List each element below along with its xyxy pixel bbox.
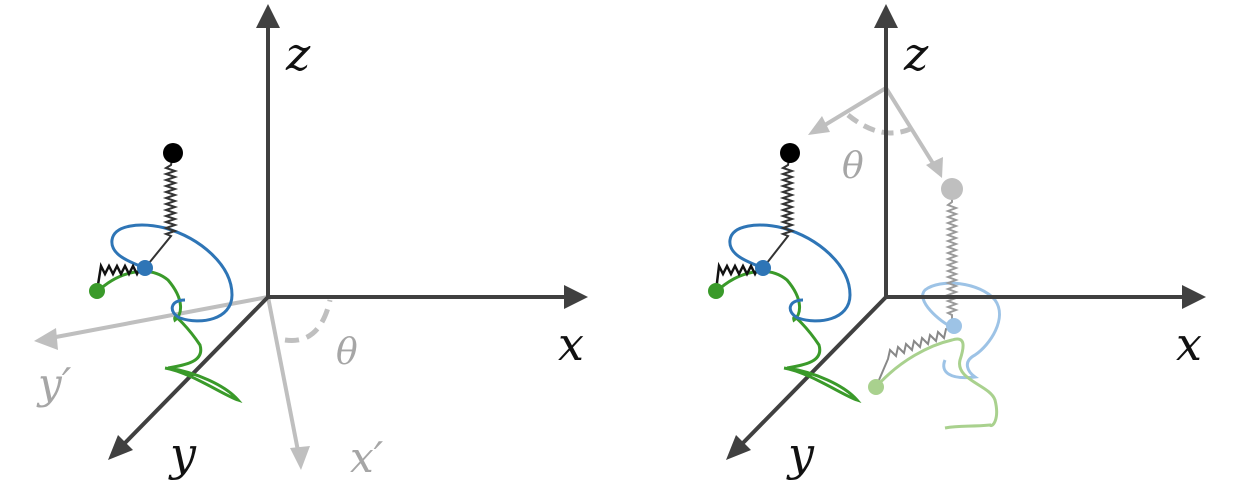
left-x-prime-label: x′ (350, 433, 384, 482)
left-theta-arc (284, 299, 333, 343)
left-y-axis (120, 294, 271, 448)
right-blue-bead (755, 260, 771, 276)
right-z-arrowhead (874, 4, 898, 28)
left-y-arrowhead (108, 435, 133, 460)
right-spring-black (762, 152, 796, 269)
left-x-label: x (558, 317, 584, 371)
left-z-label: z (285, 27, 311, 81)
left-spring-black (144, 152, 179, 269)
right-spring-short (714, 261, 764, 292)
right-faded-blue-trajectory (921, 281, 1001, 380)
left-green-trajectory (95, 269, 243, 403)
left-green-bead (89, 283, 105, 299)
right-faded-blue-bead (946, 318, 962, 334)
left-black-bead (163, 143, 183, 163)
right-green-trajectory (714, 269, 862, 403)
right-rotation-arrow-left (818, 86, 888, 130)
left-x-prime-axis (266, 296, 301, 457)
right-faded-spring-long (945, 190, 959, 327)
left-panel: z x y y′ x′ θ (34, 4, 588, 482)
right-panel: z x y θ (708, 4, 1206, 481)
right-z-label: z (903, 27, 929, 81)
right-faded-gray-bead (941, 178, 963, 200)
left-theta-label: θ (336, 332, 358, 373)
right-faded-green-bead (868, 379, 884, 395)
right-blue-trajectory (728, 223, 852, 323)
right-green-bead (708, 283, 724, 299)
left-y-label: y (168, 427, 197, 481)
left-y-prime-label: y′ (36, 359, 72, 408)
left-blue-trajectory (110, 223, 234, 323)
left-y-prime-arrowhead (34, 328, 58, 350)
right-y-axis (738, 294, 889, 448)
right-x-arrowhead (1182, 285, 1206, 309)
right-y-label: y (786, 427, 815, 481)
right-x-label: x (1176, 317, 1202, 371)
left-z-arrowhead (256, 4, 280, 28)
left-x-prime-arrowhead (290, 446, 310, 470)
right-theta-label: θ (842, 146, 864, 187)
left-spring-short (95, 261, 146, 292)
right-rotation-arrowhead-left (808, 116, 830, 135)
left-blue-bead (137, 260, 153, 276)
right-rotation-arrowhead-right (926, 157, 943, 178)
right-black-bead (780, 143, 800, 163)
right-faded-spring-short (875, 326, 953, 388)
right-y-arrowhead (726, 435, 751, 460)
left-x-arrowhead (564, 285, 588, 309)
right-faded-green-trajectory (874, 337, 999, 430)
